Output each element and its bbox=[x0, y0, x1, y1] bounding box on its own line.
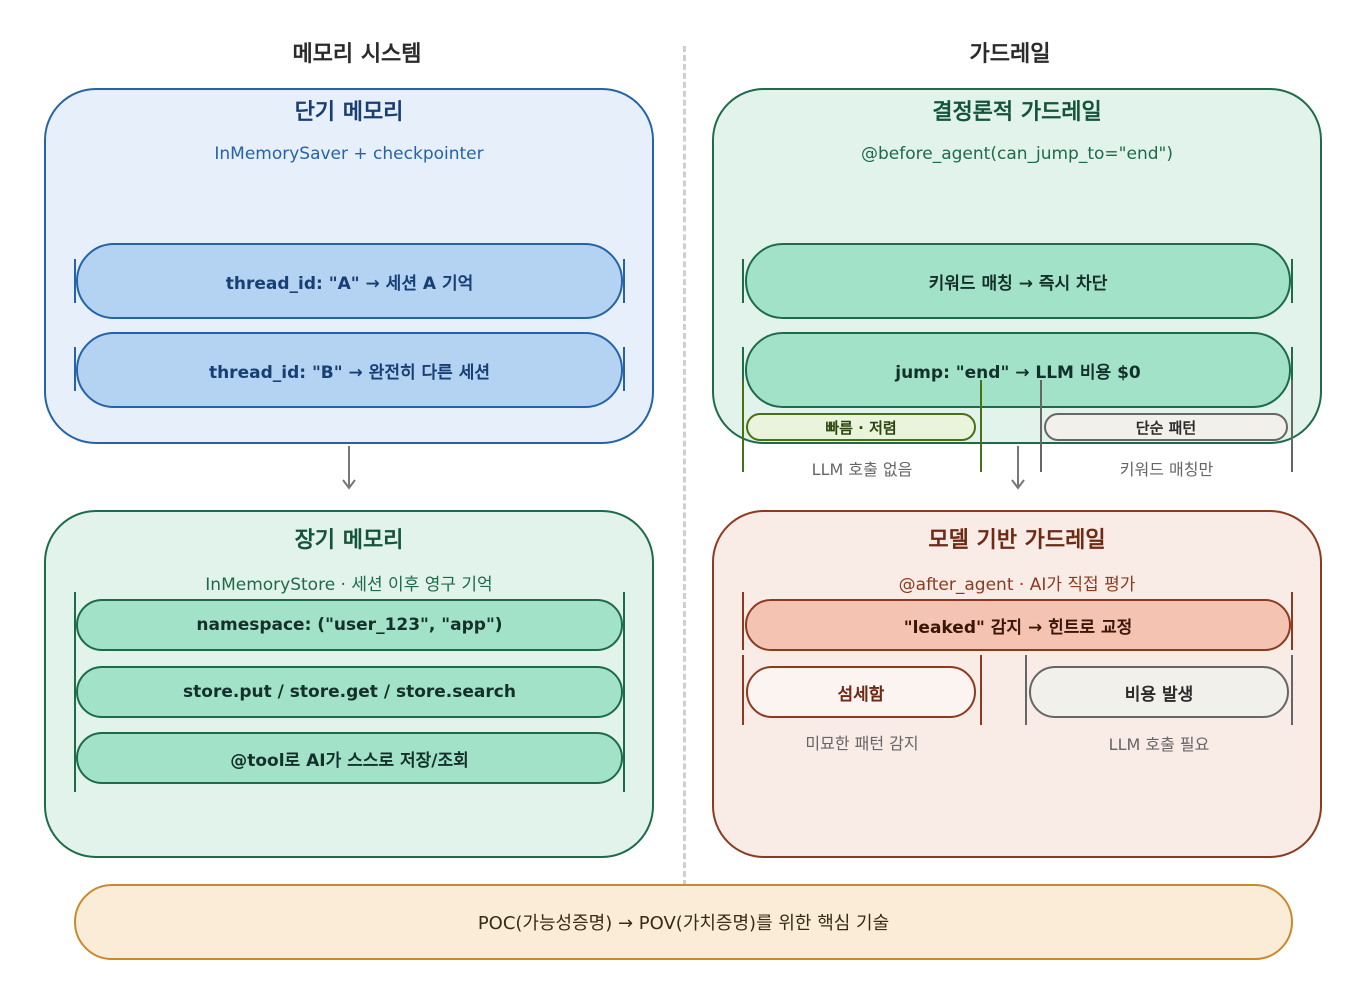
simple-pattern-caps bbox=[1040, 380, 1293, 472]
cost-caps bbox=[1025, 655, 1293, 725]
model-guardrail-subtitle: @after_agent · AI가 직접 평가 bbox=[898, 575, 1136, 595]
model-guardrail-title: 모델 기반 가드레일 bbox=[928, 528, 1106, 553]
thread-a-pill: thread_id: "A" → 세션 A 기억 bbox=[76, 243, 623, 319]
keyword-block-pill: 키워드 매칭 → 즉시 차단 bbox=[745, 243, 1291, 319]
simple-pattern-note: 키워드 매칭만 bbox=[1119, 460, 1214, 479]
cost-badge: 비용 발생 bbox=[1029, 666, 1289, 718]
short-term-memory-title: 단기 메모리 bbox=[294, 100, 404, 125]
leaked-detect-pill: "leaked" 감지 → 힌트로 교정 bbox=[745, 599, 1291, 651]
namespace-pill: namespace: ("user_123", "app") bbox=[76, 599, 623, 651]
fast-cheap-note: LLM 호출 없음 bbox=[811, 460, 913, 479]
down-arrow-icon bbox=[342, 446, 356, 490]
down-arrow-icon bbox=[1011, 446, 1025, 490]
fast-cheap-badge: 빠름 · 저렴 bbox=[746, 413, 976, 441]
deterministic-guardrail-subtitle: @before_agent(can_jump_to="end") bbox=[861, 144, 1173, 164]
cost-note: LLM 호출 필요 bbox=[1108, 735, 1210, 754]
subtle-caps bbox=[742, 655, 982, 725]
simple-pattern-badge: 단순 패턴 bbox=[1044, 413, 1288, 441]
long-term-caps bbox=[74, 592, 625, 792]
guardrail-column-title: 가드레일 bbox=[969, 42, 1051, 67]
long-term-memory-subtitle: InMemoryStore · 세션 이후 영구 기억 bbox=[205, 575, 493, 595]
column-divider bbox=[683, 46, 686, 886]
short-term-caps bbox=[74, 347, 625, 391]
memory-column-title: 메모리 시스템 bbox=[292, 42, 422, 67]
footer-banner: POC(가능성증명) → POV(가치증명)를 위한 핵심 기술 bbox=[74, 884, 1293, 960]
store-ops-pill: store.put / store.get / store.search bbox=[76, 666, 623, 718]
deterministic-caps bbox=[742, 347, 1293, 391]
jump-end-pill: jump: "end" → LLM 비용 $0 bbox=[745, 332, 1291, 408]
subtle-badge: 섬세함 bbox=[746, 666, 976, 718]
tool-store-pill: @tool로 AI가 스스로 저장/조회 bbox=[76, 732, 623, 784]
subtle-note: 미묘한 패턴 감지 bbox=[805, 734, 919, 753]
long-term-memory-title: 장기 메모리 bbox=[294, 528, 404, 553]
fast-cheap-caps bbox=[742, 380, 982, 472]
deterministic-caps bbox=[742, 259, 1293, 303]
deterministic-guardrail-title: 결정론적 가드레일 bbox=[932, 100, 1102, 125]
short-term-memory-subtitle: InMemorySaver + checkpointer bbox=[214, 144, 484, 164]
model-guardrail-caps bbox=[742, 592, 1293, 650]
short-term-caps bbox=[74, 259, 625, 303]
thread-b-pill: thread_id: "B" → 완전히 다른 세션 bbox=[76, 332, 623, 408]
